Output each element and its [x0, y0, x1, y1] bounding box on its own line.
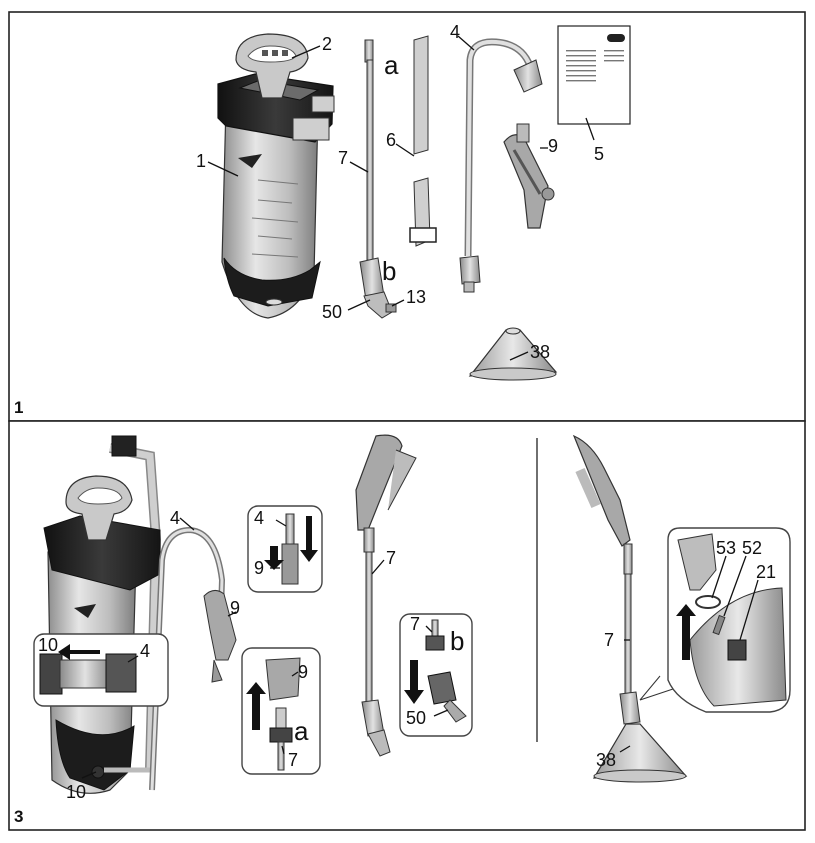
panel-1-leaders — [207, 35, 595, 361]
inset-lance-to-nozzle — [399, 613, 473, 737]
shoulder-strap — [409, 35, 437, 247]
panel-3-leaders — [81, 517, 759, 779]
panel-1-number: 1 — [14, 398, 23, 417]
inset-label-52: 52 — [742, 538, 762, 558]
shutoff-valve — [503, 123, 555, 229]
spray-lance — [359, 39, 397, 319]
hose — [459, 38, 543, 293]
inset-label-7-mid: 7 — [410, 614, 420, 634]
label-a: a — [384, 50, 399, 80]
panel-3: 4 9 7 10 4 9 10 4 9 a 7 7 b 50 7 38 53 5… — [8, 420, 806, 831]
label-1: 1 — [196, 151, 206, 171]
label-b: b — [382, 256, 396, 286]
label-50: 50 — [322, 302, 342, 322]
label-9: 9 — [548, 136, 558, 156]
label-4: 4 — [170, 508, 180, 528]
inset-hose-connection — [33, 633, 169, 707]
label-6: 6 — [386, 130, 396, 150]
lance-with-cone — [572, 434, 701, 783]
spray-cone — [468, 327, 558, 381]
label-4: 4 — [450, 22, 460, 42]
inset-label-53: 53 — [716, 538, 736, 558]
label-13: 13 — [406, 287, 426, 307]
label-10: 10 — [66, 782, 86, 802]
label-38: 38 — [530, 342, 550, 362]
inset-label-9-bottom: 9 — [298, 662, 308, 682]
label-7: 7 — [386, 548, 396, 568]
label-7-right: 7 — [604, 630, 614, 650]
inset-label-9: 9 — [254, 558, 264, 578]
label-2: 2 — [322, 34, 332, 54]
inset-label-4-left: 4 — [140, 641, 150, 661]
label-7: 7 — [338, 148, 348, 168]
inset-hose-to-valve — [247, 505, 323, 593]
hose-assembled — [149, 526, 237, 791]
lance-assembled — [355, 434, 417, 757]
inset-label-a: a — [294, 716, 309, 746]
inset-label-4: 4 — [254, 508, 264, 528]
label-5: 5 — [594, 144, 604, 164]
inset-label-10: 10 — [38, 635, 58, 655]
sprayer-tank — [217, 33, 335, 319]
handle — [235, 33, 309, 99]
instruction-manual — [557, 25, 631, 125]
inset-cone-fitting — [667, 527, 791, 713]
inset-label-50: 50 — [406, 708, 426, 728]
panel-1: 1 2 4 5 6 7 9 13 38 50 a b 1 — [8, 11, 806, 422]
label-38: 38 — [596, 750, 616, 770]
inset-valve-to-lance — [241, 647, 321, 775]
inset-label-7-bottom: 7 — [288, 750, 298, 770]
inset-label-b: b — [450, 626, 464, 656]
label-9: 9 — [230, 598, 240, 618]
panel-3-number: 3 — [14, 807, 23, 826]
inset-label-21: 21 — [756, 562, 776, 582]
panel-1-frame — [8, 11, 806, 422]
